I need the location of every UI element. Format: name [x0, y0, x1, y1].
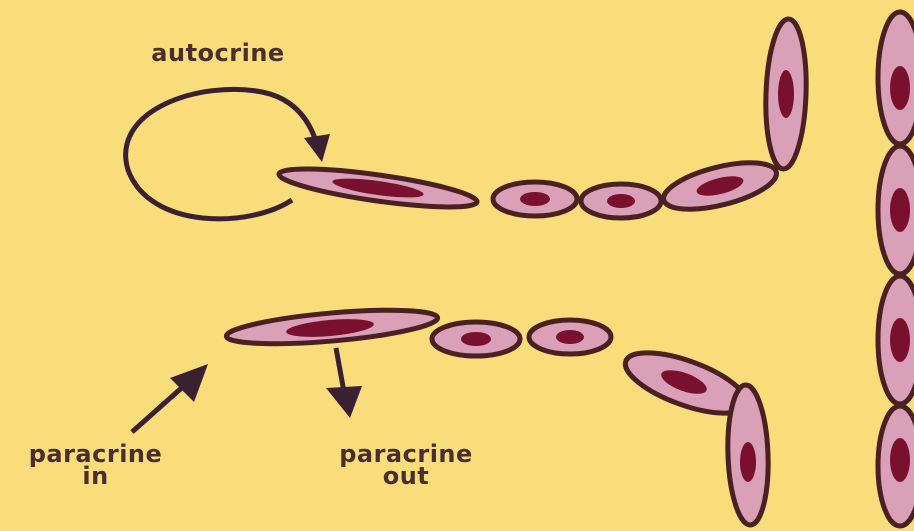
bottom-cell-row — [225, 304, 770, 526]
cell-top-round-1 — [493, 182, 577, 216]
cell-bottom-round-1 — [432, 322, 520, 356]
cell-top-elongated-left — [277, 161, 479, 215]
paracrine-in-label: paracrine in — [8, 443, 183, 487]
cell-bottom-round-2 — [529, 320, 611, 354]
paracrine-out-arrow — [326, 348, 362, 418]
cell-bottom-vertical — [726, 384, 771, 525]
paracrine-in-label-line2: in — [8, 465, 183, 487]
cell-top-elongated-right — [659, 154, 781, 219]
cell-top-vertical — [763, 18, 808, 169]
autocrine-label: autocrine — [118, 42, 318, 64]
cell-bottom-elongated-left — [225, 304, 439, 350]
top-cell-row — [277, 18, 808, 218]
paracrine-out-label: paracrine out — [316, 443, 496, 487]
autocrine-loop-arrow — [126, 89, 330, 218]
autocrine-label-text: autocrine — [151, 39, 284, 67]
cell-chain-3 — [878, 276, 914, 404]
cell-chain-2 — [878, 146, 914, 274]
cell-chain-1 — [878, 12, 914, 144]
cell-chain-4 — [878, 406, 914, 526]
cell-top-round-2 — [581, 184, 661, 218]
right-cell-chain — [878, 12, 914, 526]
paracrine-in-arrow — [132, 364, 208, 432]
paracrine-out-label-line2: out — [316, 465, 496, 487]
